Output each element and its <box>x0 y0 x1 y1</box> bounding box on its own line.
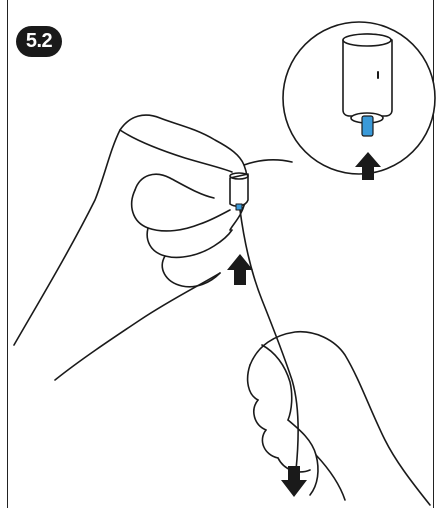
lower-hand-icon <box>248 332 430 505</box>
arrow-down <box>281 466 307 497</box>
upper-hand-icon <box>14 115 292 380</box>
needle-cap <box>230 173 248 210</box>
magnified-view <box>283 22 435 174</box>
needle-guard-line <box>240 210 298 470</box>
